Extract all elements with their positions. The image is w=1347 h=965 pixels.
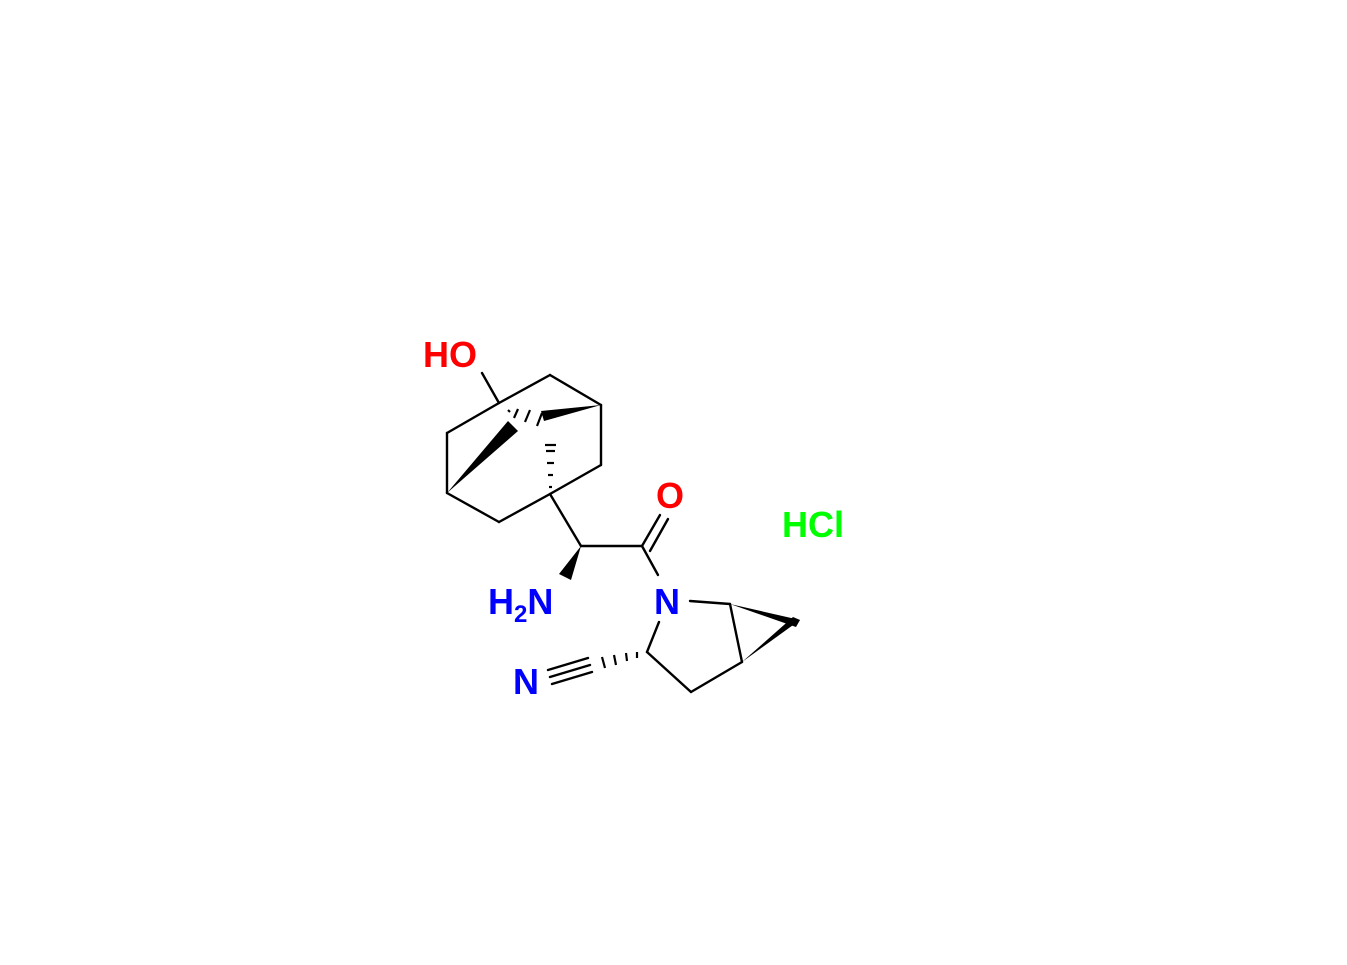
wedges [447,405,800,662]
amine-subscript: 2 [514,601,527,628]
wedge-bond [559,546,581,580]
bond [689,660,744,694]
hash [512,408,520,419]
bond [728,602,744,664]
amine-n: N [527,581,553,622]
bond [445,491,501,524]
bond [497,373,552,405]
hash [600,656,607,669]
bond-oh [480,371,501,405]
hash [612,654,618,666]
triple-bond [548,663,592,679]
hash [523,409,532,423]
bond [688,599,732,606]
wedge-bond [730,604,800,627]
amine-label: H2N [488,581,553,628]
bond [645,650,693,694]
bond [497,492,552,524]
bond-co-double [648,517,670,553]
triple-bond [550,670,594,686]
hash-bonds [507,408,639,669]
triple-bond [546,656,590,672]
carbonyl-oxygen-label: O [656,475,684,516]
bond [548,492,583,548]
salt-label: HCl [782,504,844,545]
hydroxyl-label: HO [423,334,477,375]
bond [645,620,661,654]
amine-h: H [488,581,514,622]
hash [535,412,544,427]
hash [624,652,629,662]
bond [548,373,603,407]
wedge-bond [541,405,601,421]
wedge-bond [447,421,518,493]
bond [548,463,603,496]
hash [507,409,511,413]
ring-nitrogen-label: N [654,581,680,622]
bond [445,401,501,435]
bond-co [640,513,662,548]
bond [640,544,660,577]
wedge-bond [742,617,800,662]
bonds [445,371,744,694]
nitrile-nitrogen-label: N [513,661,539,702]
